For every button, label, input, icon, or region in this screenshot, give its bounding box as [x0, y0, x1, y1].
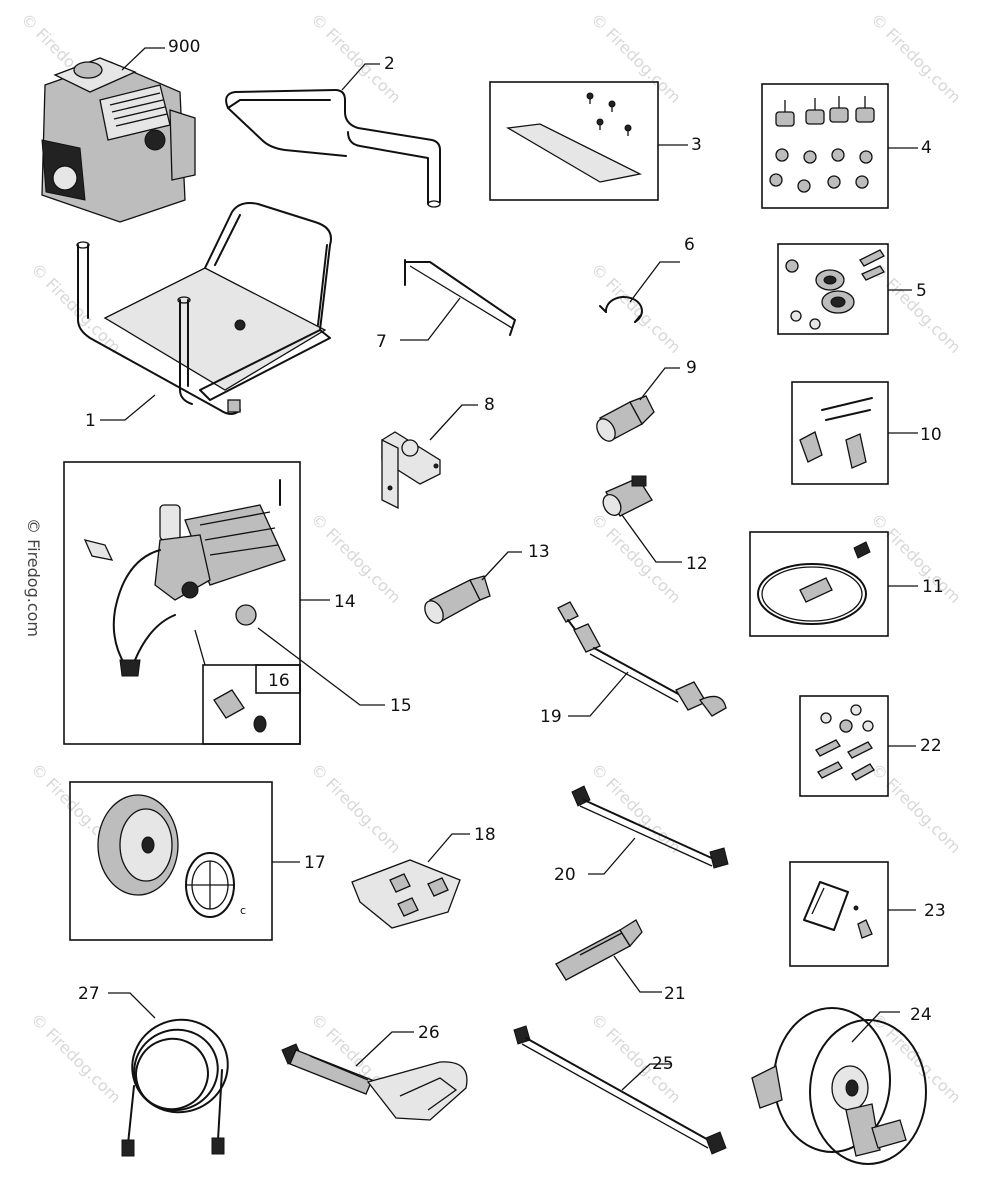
hose-guide-kit-box [789, 861, 889, 967]
leader-26 [355, 1031, 414, 1067]
part-label-8: 8 [484, 395, 495, 415]
part-label-7: 7 [376, 332, 387, 352]
o-ring-kit-box [749, 531, 889, 637]
upper-handle-illustration [225, 89, 441, 208]
leader-27 [108, 992, 156, 1019]
engine-illustration [41, 57, 196, 223]
part-label-9: 9 [686, 358, 697, 378]
part-label-24: 24 [910, 1005, 932, 1025]
part-label-16: 16 [268, 671, 290, 691]
leader-15 [257, 627, 385, 706]
fitting-9-illustration [596, 395, 655, 442]
hp-hose-illustration [121, 1018, 229, 1157]
part-label-20: 20 [554, 865, 576, 885]
watermark: © Firedog.com [307, 509, 405, 607]
nozzle-21-illustration [555, 919, 643, 981]
part-label-19: 19 [540, 707, 562, 727]
leader-13 [481, 551, 522, 581]
unloader-valve-illustration [602, 475, 653, 517]
leader-900 [121, 47, 165, 71]
leader-21 [613, 955, 662, 993]
inlet-kit-illustration [194, 629, 267, 733]
part-label-27: 27 [78, 984, 100, 1004]
knob-bolt-kit-illustration [799, 397, 873, 469]
vibration-mounts-box [761, 83, 889, 209]
watermark: © Firedog.com [587, 9, 685, 107]
bracket-illustration [381, 431, 441, 510]
hardware-kit-box [799, 695, 889, 797]
panel-kit-box [489, 81, 659, 201]
watermark: © Firedog.com [867, 509, 965, 607]
wheel-kit-box [69, 781, 273, 941]
part-label-11: 11 [922, 577, 944, 597]
watermark: © Firedog.com [27, 1009, 125, 1107]
part-label-18: 18 [474, 825, 496, 845]
leader-12 [621, 514, 682, 563]
leader-20 [588, 837, 636, 875]
panel-kit-illustration [506, 92, 642, 183]
leader-25 [621, 1063, 672, 1091]
frame-illustration [76, 202, 332, 415]
part-label-2: 2 [384, 54, 395, 74]
part-label-3: 3 [691, 135, 702, 155]
leader-9 [639, 367, 680, 401]
watermark: © Firedog.com [867, 9, 965, 107]
part-label-1: 1 [85, 411, 96, 431]
knob-bolt-kit-box [791, 381, 889, 485]
retaining-ring-illustration [599, 295, 643, 323]
watermark: © Firedog.com [867, 759, 965, 857]
hose-reel-illustration [751, 1007, 927, 1165]
part-label-6: 6 [684, 235, 695, 255]
inlet-kit-label-box [255, 664, 301, 694]
part-label-25: 25 [652, 1054, 674, 1074]
hardware-kit-illustration [815, 704, 875, 781]
wheel-kit-illustration: c [97, 794, 246, 918]
leader-19 [568, 671, 629, 717]
leader-24 [851, 1011, 900, 1043]
rod-illustration [404, 259, 516, 336]
part-label-10: 10 [920, 425, 942, 445]
watermark: © Firedog.com [867, 259, 965, 357]
leader-8 [429, 404, 478, 441]
part-label-15: 15 [390, 696, 412, 716]
o-ring-kit-illustration [757, 541, 871, 625]
leader-18 [427, 833, 470, 863]
hose-guide-kit-illustration [803, 881, 873, 939]
lance-illustration [513, 1025, 727, 1155]
leader-2 [341, 63, 380, 91]
part-label-17: 17 [304, 853, 326, 873]
clip-glyph: c [240, 904, 246, 917]
spray-gun-illustration [281, 1043, 468, 1121]
leader-1 [100, 394, 156, 421]
inlet-kit-box [202, 664, 301, 745]
watermark: © Firedog.com [24, 518, 43, 637]
extension-wand-illustration [571, 785, 729, 869]
watermark: © Firedog.com [27, 259, 125, 357]
part-label-12: 12 [686, 554, 708, 574]
part-label-26: 26 [418, 1023, 440, 1043]
pump-assembly-illustration [83, 479, 286, 677]
leader-7 [400, 297, 461, 341]
hp-hose-short-illustration [557, 601, 727, 717]
part-label-13: 13 [528, 542, 550, 562]
part-label-21: 21 [664, 984, 686, 1004]
nozzle-kit-illustration [351, 859, 461, 929]
part-label-5: 5 [916, 281, 927, 301]
part-label-4: 4 [921, 138, 932, 158]
part-label-900: 900 [168, 37, 200, 57]
bearing-kit-illustration [785, 249, 885, 330]
part-label-23: 23 [924, 901, 946, 921]
vibration-mounts-illustration [769, 96, 875, 193]
leader-6 [629, 261, 680, 303]
watermark: © Firedog.com [307, 759, 405, 857]
part-label-22: 22 [920, 736, 942, 756]
bearing-kit-box [777, 243, 889, 335]
inlet-coupler-illustration [424, 575, 491, 624]
watermark: © Firedog.com [587, 509, 685, 607]
pump-assembly-box [63, 461, 301, 745]
part-label-14: 14 [334, 592, 356, 612]
